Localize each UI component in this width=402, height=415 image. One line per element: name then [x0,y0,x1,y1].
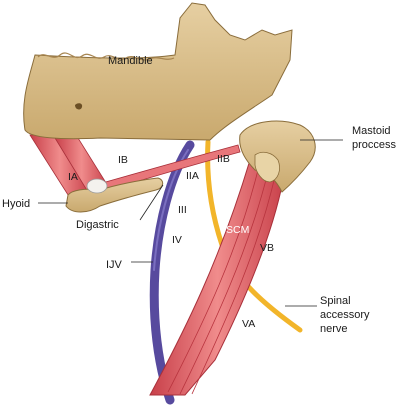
digastric-leader [139,184,164,221]
spinal-accessory-label-line2: accessory [320,309,370,321]
leader-lines [38,139,343,307]
mandible-bone [23,2,293,141]
mastoid-process [239,120,316,193]
scm-fiber-1 [167,169,259,393]
ijv-label: IJV [106,259,123,271]
scm-fiber-3 [191,171,277,395]
mastoid-label-line1: Mastoid [352,125,391,137]
level-vb-label: VB [260,242,274,254]
digastric-tendon-sling [86,178,108,194]
scm-fiber-2 [179,171,269,395]
mastoid-tip [254,151,280,183]
level-iib-label: IIB [217,153,230,165]
scm-label: SCM [226,224,249,236]
level-iii-label: III [178,204,187,216]
mastoid-label-line2: proccess [352,139,397,151]
level-iia-label: IIA [186,170,199,182]
level-ib-label: IB [118,154,128,166]
sternocleidomastoid-muscle [149,159,286,396]
spinal-accessory-label-line1: Spinal [320,295,351,307]
spinal-accessory-label-line3: nerve [320,323,348,335]
level-va-label: VA [242,318,255,330]
level-iv-label: IV [172,234,182,246]
mandible-alveolar-ridge [37,52,175,61]
mandible-label: Mandible [108,55,153,67]
digastric-label: Digastric [76,219,119,231]
level-ia-label: IA [68,171,78,183]
hyoid-label: Hyoid [2,198,30,210]
mental-foramen [75,103,83,110]
